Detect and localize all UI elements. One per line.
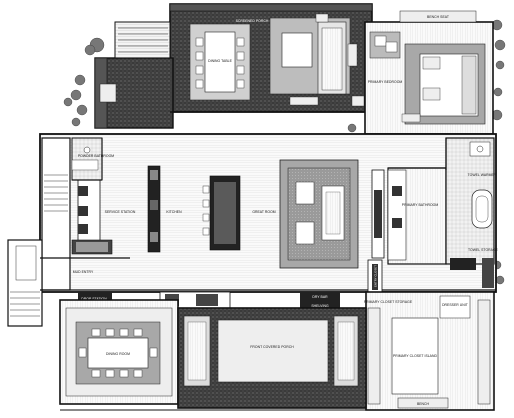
interior-walls <box>40 138 496 291</box>
front-covered-porch-label: FRONT COVERED PORCH <box>250 345 294 349</box>
grilling-deck <box>94 21 372 129</box>
primary-closet <box>365 291 495 411</box>
entry-closet-label: ENTRY CLOSET <box>374 265 378 287</box>
primary-closet-storage-label: PRIMARY CLOSET STORAGE <box>364 300 413 304</box>
powder-service-area <box>71 137 113 255</box>
screened-porch <box>169 3 373 113</box>
primary-bathroom <box>387 137 495 288</box>
powder-bathroom-label: POWDER BATHROOM <box>78 154 114 158</box>
bench-seat-label: BENCH SEAT <box>427 15 449 19</box>
dry-bar-label: DRY BAR <box>312 295 328 299</box>
dining-room-label: DINING ROOM <box>106 352 130 356</box>
front-covered-porch <box>177 307 367 409</box>
towel-warmer-label: TOWEL WARMER <box>468 173 497 177</box>
screened-porch-label: SCREENED PORCH <box>236 19 269 23</box>
dresser-unit-label: DRESSER UNIT <box>442 303 468 307</box>
bench-label: BENCH <box>417 402 430 406</box>
great-room <box>279 159 385 269</box>
kitchen <box>147 165 241 253</box>
primary-closet-island-label: PRIMARY CLOSET ISLAND <box>393 354 438 358</box>
shelving-label: SHELVING <box>311 304 329 308</box>
primary-bedroom <box>364 10 494 135</box>
primary-bathroom-label: PRIMARY BATHROOM <box>402 203 439 207</box>
service-station-label: SERVICE STATION <box>105 210 136 214</box>
towel-storage-label: TOWEL STORAGE <box>468 248 499 252</box>
drop-station <box>78 292 112 302</box>
primary-bedroom-label: PRIMARY BEDROOM <box>368 80 403 84</box>
kitchen-label: KITCHEN <box>166 210 182 214</box>
drop-station-label: DROP STATION <box>81 297 107 301</box>
dining-room <box>59 299 179 405</box>
entry-stair <box>7 137 71 327</box>
dining-table-label: DINING TABLE <box>208 59 233 63</box>
great-room-label: GREAT ROOM <box>252 210 275 214</box>
mud-entry-label: MUD ENTRY <box>73 270 94 274</box>
